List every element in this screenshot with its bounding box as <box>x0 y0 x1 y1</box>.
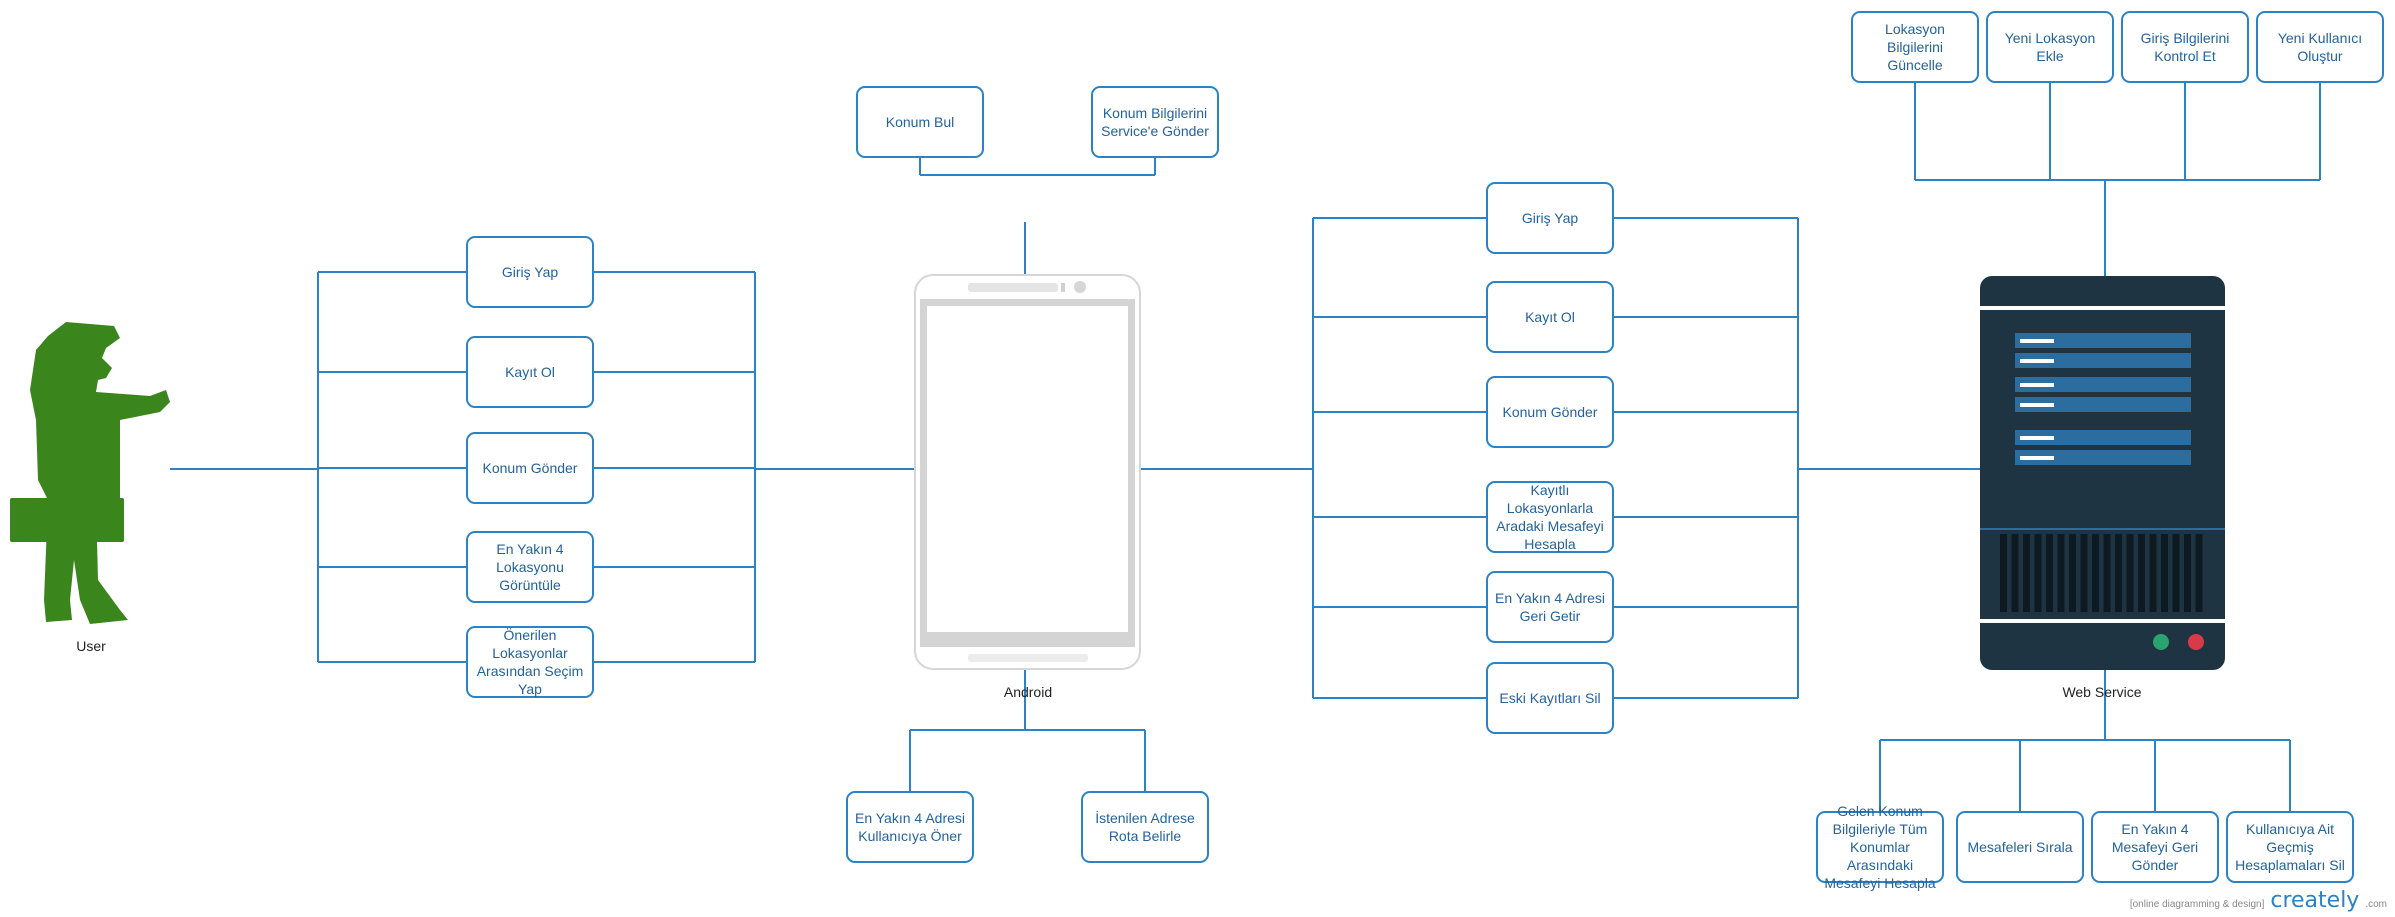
vent-slot-13 <box>2138 534 2145 612</box>
user-figure-icon <box>10 322 170 624</box>
watermark-tagline: [online diagramming & design] <box>2129 899 2265 910</box>
vent-slot-18 <box>2195 534 2203 612</box>
vent-slot-5 <box>2046 534 2053 612</box>
service-calls-box-3: Konum Gönder <box>1486 376 1614 448</box>
vent-slot-1 <box>2000 534 2007 612</box>
service-calls-box-5: En Yakın 4 Adresi Geri Getir <box>1486 571 1614 643</box>
android-top-box-2: Konum Bilgilerini Service'e Gönder <box>1091 86 1219 158</box>
vent-slot-4 <box>2034 534 2042 612</box>
vent-slot-16 <box>2172 534 2180 612</box>
creately-watermark: [online diagramming & design] creately .… <box>2130 888 2387 913</box>
android-bottom-box-2: İstenilen Adrese Rota Belirle <box>1081 791 1209 863</box>
server-top-box-1: Lokasyon Bilgilerini Güncelle <box>1851 11 1979 83</box>
server-bottom-box-2: Mesafeleri Sırala <box>1956 811 2084 883</box>
service-calls-box-1: Giriş Yap <box>1486 182 1614 254</box>
web-service-server-icon <box>1980 276 2225 670</box>
user-actions-box-2: Kayıt Ol <box>466 336 594 408</box>
server-vents <box>2000 534 2203 612</box>
vent-slot-15 <box>2161 534 2168 612</box>
vent-slot-17 <box>2184 534 2191 612</box>
vent-slot-14 <box>2149 534 2157 612</box>
vent-slot-8 <box>2080 534 2088 612</box>
user-label: User <box>76 638 106 654</box>
server-bottom-box-3: En Yakın 4 Mesafeyi Geri Gönder <box>2091 811 2219 883</box>
android-bottom-box-1: En Yakın 4 Adresi Kullanıcıya Öner <box>846 791 974 863</box>
user-actions-box-5: Önerilen Lokasyonlar Arasından Seçim Yap <box>466 626 594 698</box>
server-top-box-2: Yeni Lokasyon Ekle <box>1986 11 2114 83</box>
server-top-box-4: Yeni Kullanıcı Oluştur <box>2256 11 2384 83</box>
service-calls-box-2: Kayıt Ol <box>1486 281 1614 353</box>
server-bottom-box-4: Kullanıcıya Ait Geçmiş Hesaplamaları Sil <box>2226 811 2354 883</box>
vent-slot-11 <box>2115 534 2122 612</box>
server-bottom-box-1: Gelen Konum Bilgileriyle Tüm Konumlar Ar… <box>1816 803 1944 891</box>
vent-slot-2 <box>2011 534 2019 612</box>
watermark-domain: .com <box>2365 899 2387 910</box>
vent-slot-12 <box>2126 534 2134 612</box>
vent-slot-9 <box>2092 534 2099 612</box>
android-top-box-1: Konum Bul <box>856 86 984 158</box>
web-service-label: Web Service <box>2062 684 2142 700</box>
user-actions-box-1: Giriş Yap <box>466 236 594 308</box>
vent-slot-3 <box>2023 534 2030 612</box>
android-phone-icon <box>914 274 1141 670</box>
server-top-box-3: Giriş Bilgilerini Kontrol Et <box>2121 11 2249 83</box>
android-label: Android <box>1003 684 1053 700</box>
vent-slot-7 <box>2069 534 2076 612</box>
vent-slot-10 <box>2103 534 2111 612</box>
vent-slot-6 <box>2057 534 2065 612</box>
creately-logo: creately <box>2270 888 2360 913</box>
user-actions-box-3: Konum Gönder <box>466 432 594 504</box>
service-calls-box-6: Eski Kayıtları Sil <box>1486 662 1614 734</box>
user-actions-box-4: En Yakın 4 Lokasyonu Görüntüle <box>466 531 594 603</box>
service-calls-box-4: Kayıtlı Lokasyonlarla Aradaki Mesafeyi H… <box>1486 481 1614 553</box>
